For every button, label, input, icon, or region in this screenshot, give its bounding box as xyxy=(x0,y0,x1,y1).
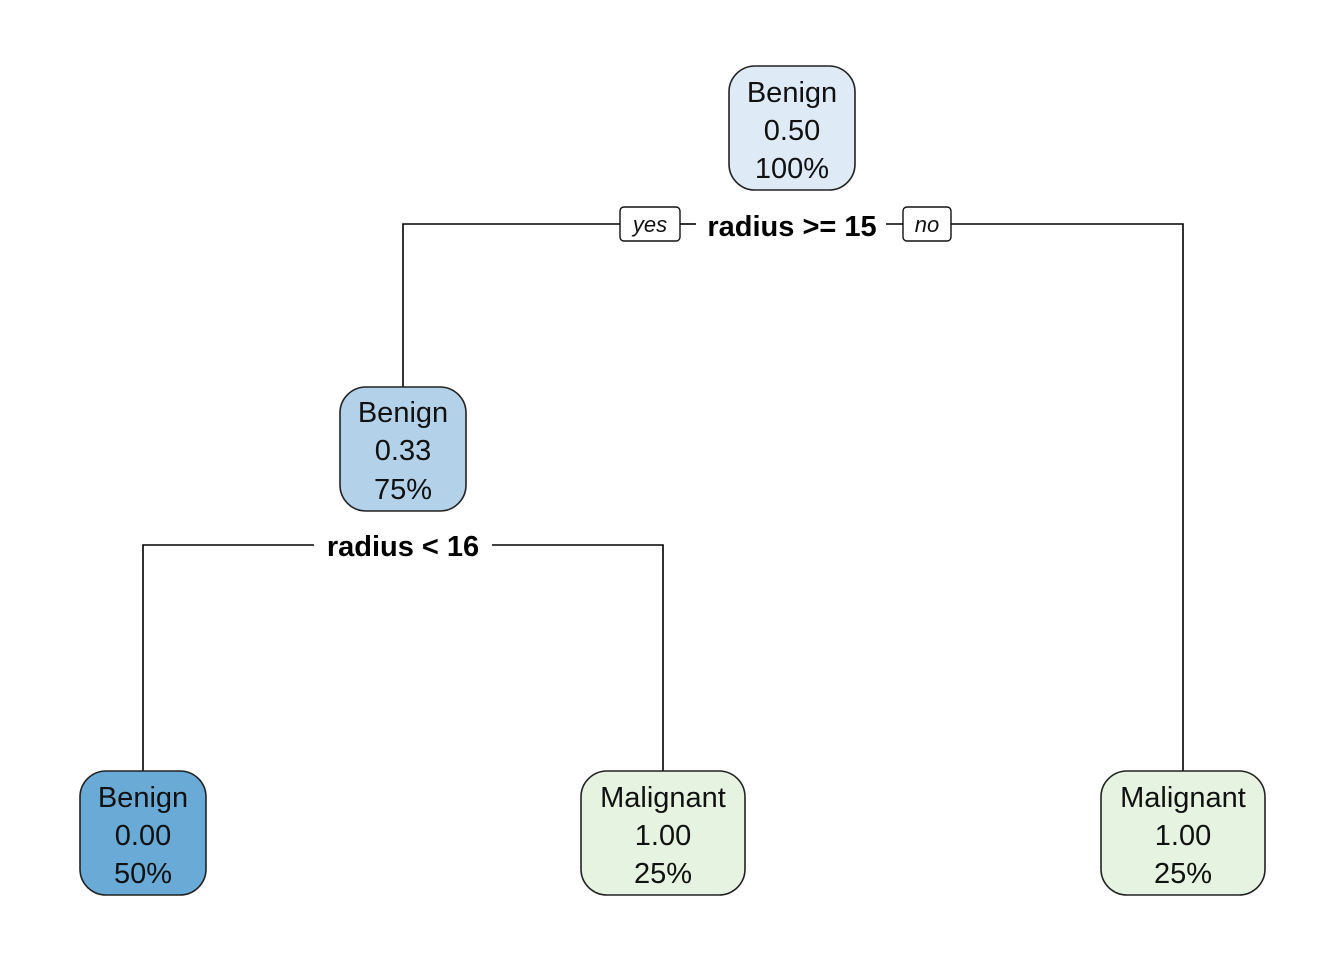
leaf-left-left-prob: 0.00 xyxy=(115,820,171,852)
leaf-left-right-prob: 1.00 xyxy=(635,820,691,852)
node-root-pct: 100% xyxy=(755,153,829,185)
node-root: Benign 0.50 100% xyxy=(728,65,856,191)
node-left: Benign 0.33 75% xyxy=(339,386,467,512)
leaf-right-pct: 25% xyxy=(1154,858,1212,890)
leaf-left-left-class: Benign xyxy=(98,782,188,814)
leaf-left-left: Benign 0.00 50% xyxy=(79,770,207,896)
root-split-condition: radius >= 15 xyxy=(707,211,876,243)
tree-edges xyxy=(142,223,1184,772)
leaf-left-right-pct: 25% xyxy=(634,858,692,890)
leaf-left-right-class: Malignant xyxy=(600,782,726,814)
leaf-right-class: Malignant xyxy=(1120,782,1246,814)
leaf-left-right-box xyxy=(580,770,746,896)
node-left-box xyxy=(339,386,467,512)
yes-label: yes xyxy=(631,212,667,237)
edge-root-left xyxy=(402,223,622,388)
edge-root-right xyxy=(950,223,1184,772)
edge-left-leftleaf xyxy=(142,544,314,772)
leaf-left-right: Malignant 1.00 25% xyxy=(580,770,746,896)
node-root-prob: 0.50 xyxy=(764,115,820,147)
no-label-box xyxy=(902,206,952,242)
node-left-prob: 0.33 xyxy=(375,435,431,467)
root-split: yes radius >= 15 no xyxy=(619,206,952,243)
left-split-condition: radius < 16 xyxy=(327,531,479,563)
node-root-class: Benign xyxy=(747,77,837,109)
leaf-right-box xyxy=(1100,770,1266,896)
leaf-left-left-pct: 50% xyxy=(114,858,172,890)
leaf-right: Malignant 1.00 25% xyxy=(1100,770,1266,896)
no-label: no xyxy=(915,212,939,237)
node-left-pct: 75% xyxy=(374,474,432,506)
edge-left-rightleaf xyxy=(492,544,664,772)
leaf-left-left-box xyxy=(79,770,207,896)
yes-label-box xyxy=(619,206,681,242)
leaf-right-prob: 1.00 xyxy=(1155,820,1211,852)
node-left-class: Benign xyxy=(358,397,448,429)
node-root-box xyxy=(728,65,856,191)
